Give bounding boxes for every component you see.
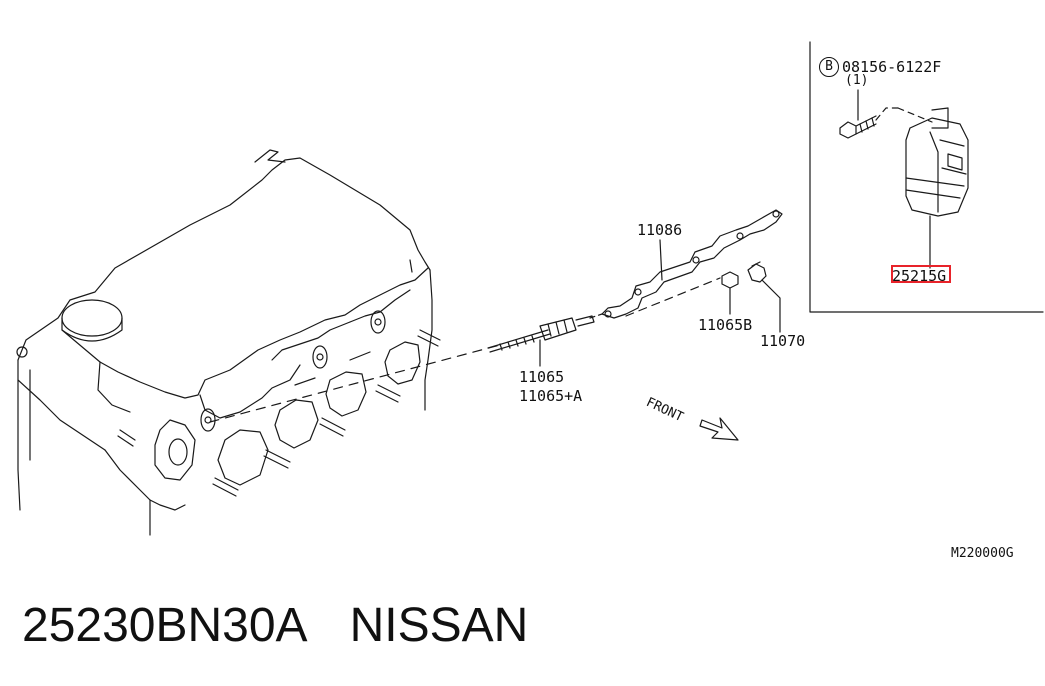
plug-leader-dashed bbox=[209, 344, 501, 423]
bolt-code-badge: B bbox=[819, 57, 839, 77]
glow-relay bbox=[905, 107, 969, 269]
nut-label: 11065B bbox=[698, 316, 753, 334]
bolt-qty-label: (1) bbox=[845, 73, 869, 88]
inset-frame bbox=[809, 41, 1044, 313]
glow-plug bbox=[487, 315, 595, 367]
parts-diagram bbox=[16, 41, 1044, 536]
cylinder-head bbox=[16, 149, 441, 536]
relay-part-label: 25215G bbox=[892, 267, 947, 285]
harness-label: 11086 bbox=[637, 221, 683, 239]
part-number: 25230BN30A bbox=[22, 599, 308, 652]
plug-a-label: 11065 bbox=[519, 368, 565, 386]
inset-bolt bbox=[839, 89, 933, 139]
diagram-id-label: M220000G bbox=[951, 546, 1014, 561]
oil-cap-icon bbox=[61, 299, 123, 337]
harness-bar bbox=[601, 209, 783, 319]
bolt-part-label: 08156-6122F bbox=[842, 58, 942, 76]
relay-part-highlight bbox=[891, 265, 951, 283]
front-arrow-icon bbox=[699, 417, 739, 441]
cap-label: 11070 bbox=[760, 332, 806, 350]
part-caption: 25230BN30A NISSAN bbox=[22, 598, 570, 653]
brand-name: NISSAN bbox=[349, 599, 529, 652]
nut-11065b bbox=[721, 271, 739, 315]
cap-11070 bbox=[747, 261, 781, 333]
plug-b-label: 11065+A bbox=[519, 387, 583, 405]
